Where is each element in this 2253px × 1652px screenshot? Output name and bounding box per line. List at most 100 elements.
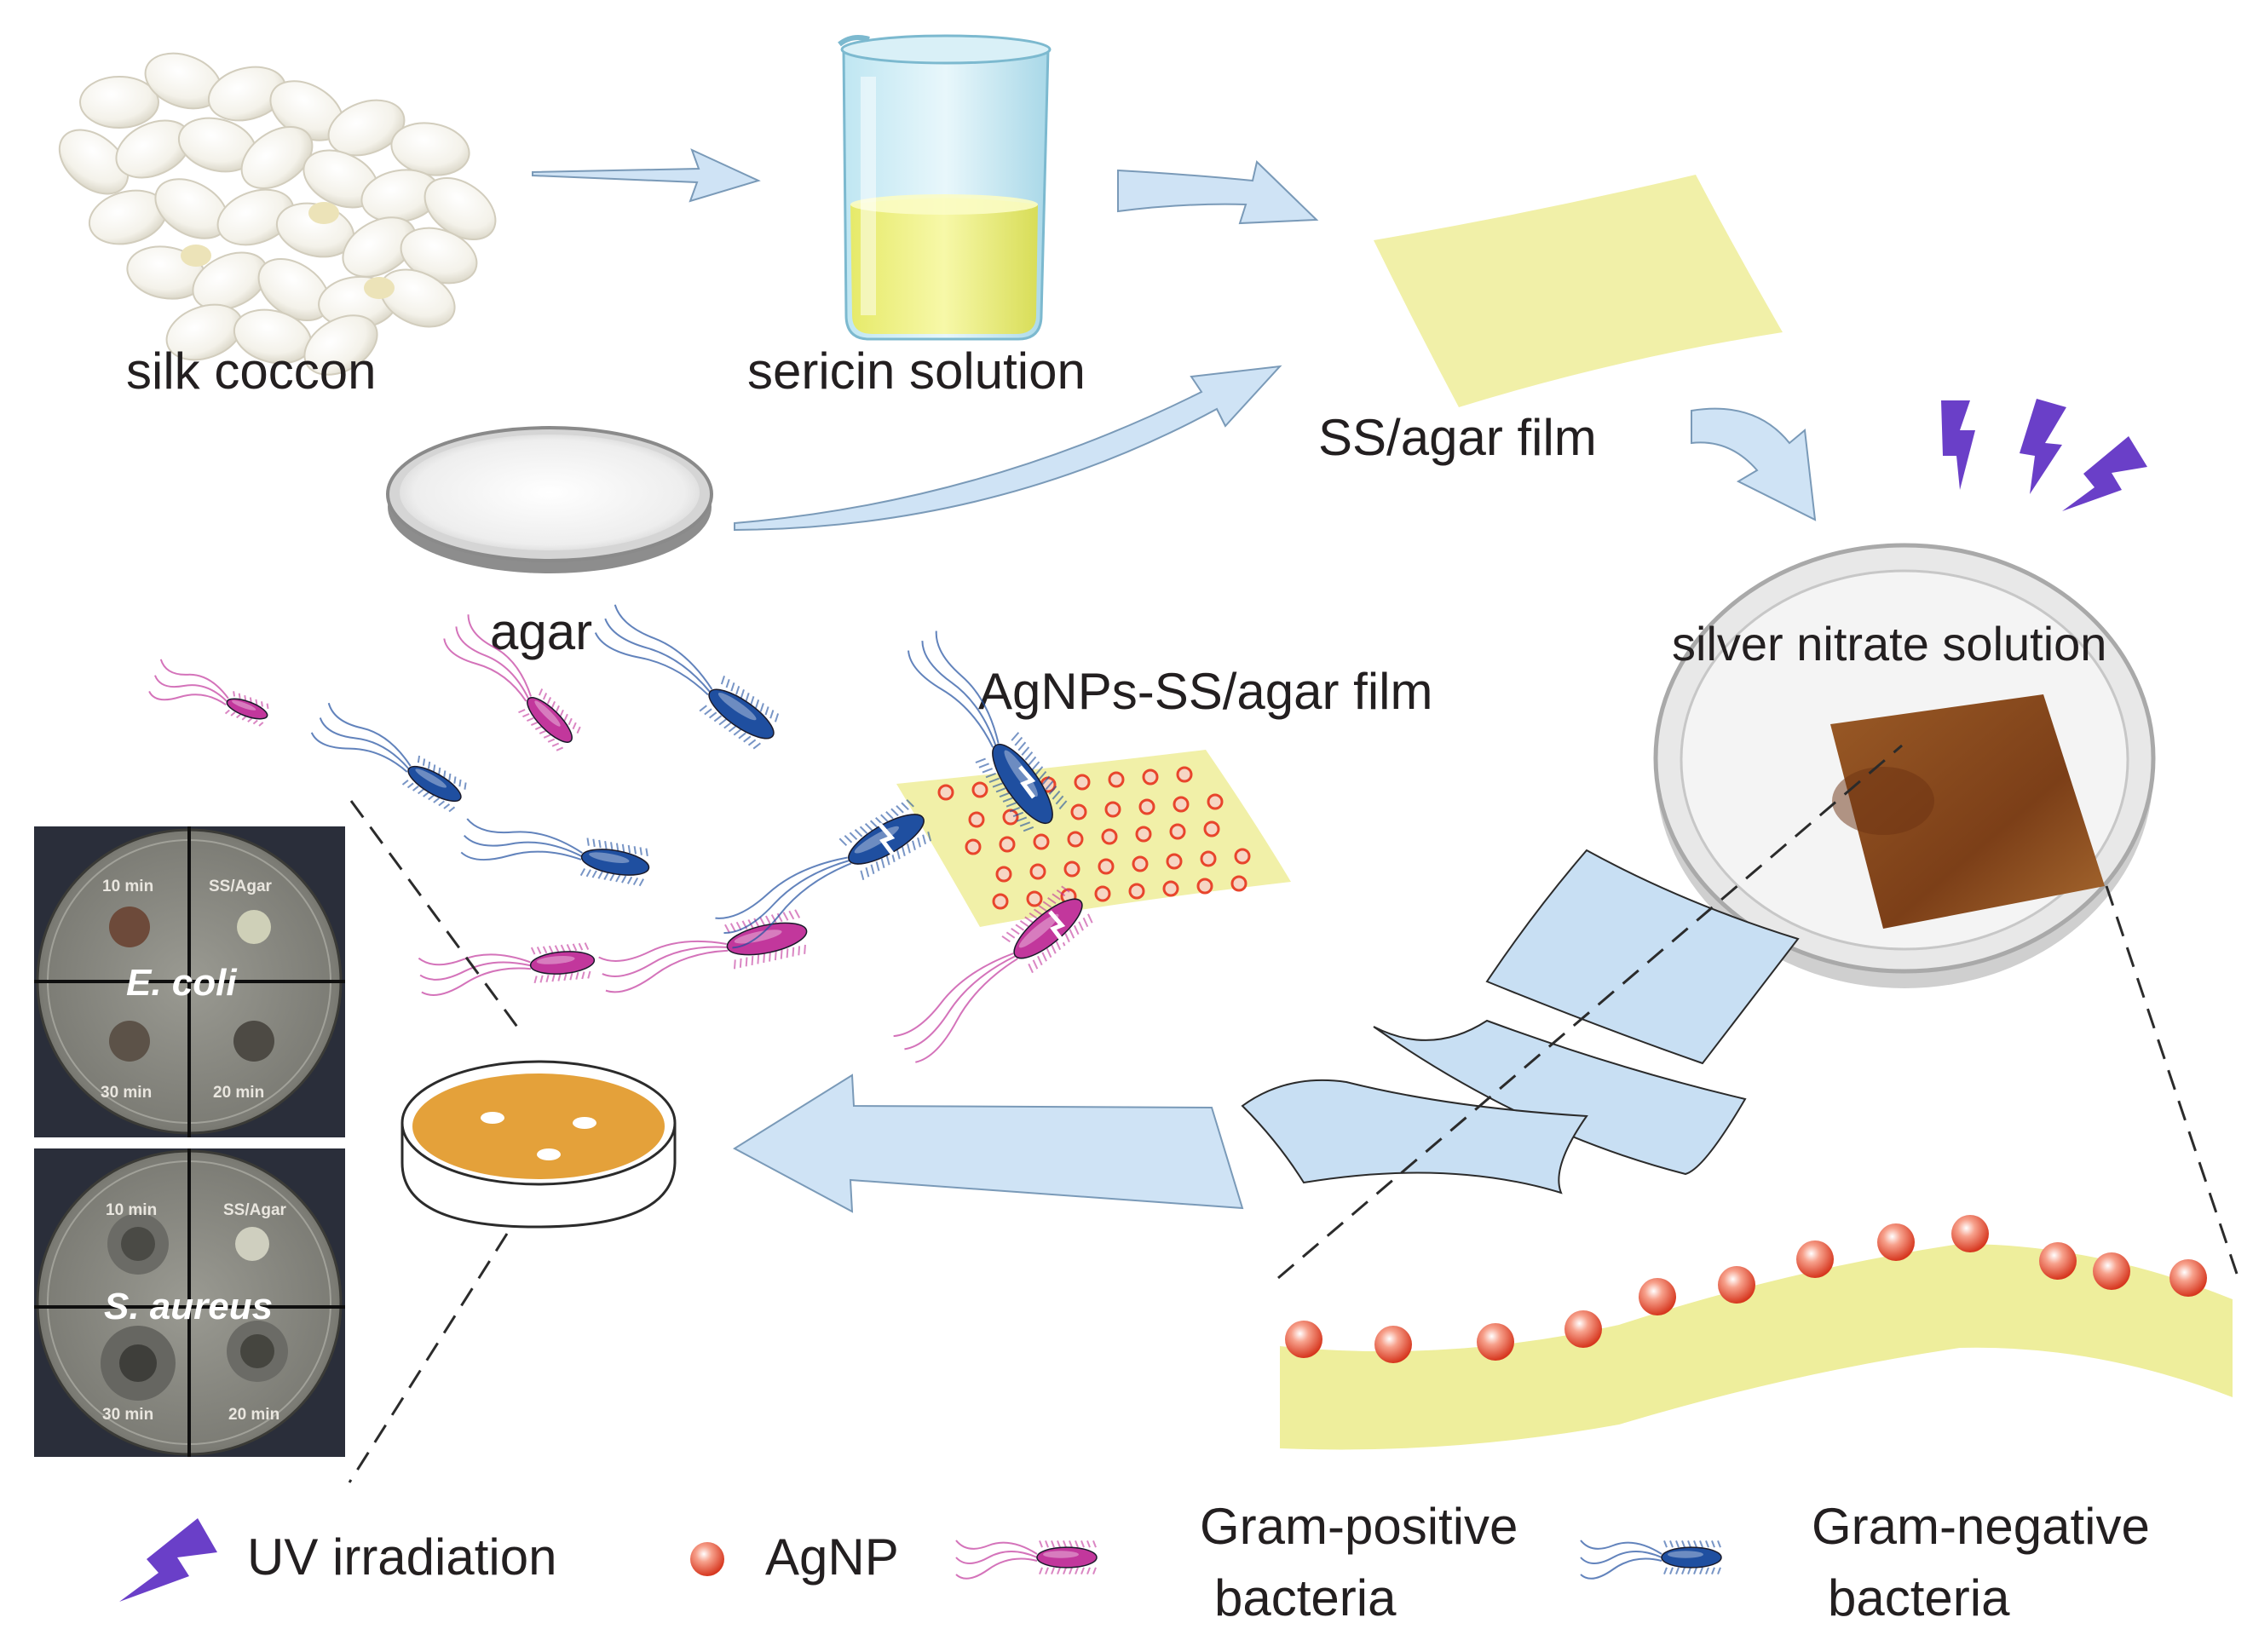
- inhibition-zone: [537, 1148, 561, 1160]
- agnp-dot: [965, 838, 982, 855]
- agnps-ss-agar-film: [896, 750, 1291, 927]
- inhibition-zone: [573, 1117, 596, 1129]
- cocoon-opening: [181, 245, 211, 267]
- agnp-dot: [1128, 883, 1145, 900]
- agnp-dot: [1026, 890, 1043, 907]
- agnp-dot: [937, 784, 954, 801]
- legend-gram-negative-line2: bacteria: [1828, 1569, 2010, 1626]
- agar-dish: [386, 426, 713, 573]
- cocoon: [424, 176, 497, 241]
- gram-negative-bacterium: [1580, 1540, 1722, 1580]
- cocoon: [79, 76, 159, 129]
- agnp-dot: [1207, 793, 1224, 810]
- agnp-dot: [1234, 848, 1251, 865]
- agnp-dot: [1203, 820, 1220, 838]
- agnp-dot: [971, 781, 988, 798]
- plate-quadrant-label: SS/Agar: [209, 878, 273, 895]
- agnp-dot: [1002, 809, 1019, 826]
- silver-nitrate-dish: [1653, 543, 2156, 988]
- agnp-dot: [1094, 885, 1111, 902]
- plate-e-coli: 10 min SS/Agar 30 min 20 min E. coli: [34, 826, 345, 1137]
- uv-irradiation-icon: [119, 1518, 217, 1602]
- agnp-particle: [2039, 1242, 2077, 1280]
- gram-negative-bacterium: [715, 799, 932, 949]
- agnp-particle: [1951, 1215, 1989, 1252]
- film-agnp-dots: [937, 766, 1251, 910]
- gram-positive-bacterium: [418, 942, 596, 996]
- agnp-dot: [1173, 796, 1190, 813]
- agnp-dot: [1162, 880, 1179, 897]
- sample-disc: [109, 907, 150, 947]
- cocoon-opening: [364, 277, 395, 299]
- ss-agar-film: [1374, 175, 1783, 407]
- gram-positive-bacterium: [598, 909, 808, 993]
- uv-bolts: [1941, 399, 2147, 511]
- plate-s-aureus: 10 min SS/Agar 30 min 20 min S. aureus: [34, 1148, 345, 1457]
- agnp-dot: [1166, 853, 1183, 870]
- gram-negative-bacterium: [460, 818, 650, 887]
- agnp-dot: [1230, 875, 1248, 892]
- plate-quadrant-label: 10 min: [102, 878, 153, 895]
- uv-bolt-icon: [2062, 436, 2147, 511]
- agnp-dot: [1169, 823, 1186, 840]
- agnp-dot: [995, 866, 1012, 883]
- silver-nitrate-label: silver nitrate solution: [1672, 617, 2106, 671]
- gram-negative-bacterium: [310, 702, 467, 813]
- gram-negative-bacterium: [594, 604, 780, 750]
- film-cross-section: [1280, 1215, 2233, 1450]
- gram-positive-icon: [955, 1540, 1098, 1580]
- ss-agar-film-label: SS/agar film: [1318, 409, 1597, 466]
- sample-disc: [233, 1021, 274, 1062]
- silver-film: [1830, 694, 2105, 929]
- agnp-particle: [1285, 1321, 1322, 1358]
- arrow-film-to-silver: [1691, 407, 1817, 521]
- agnp-particle: [2093, 1252, 2130, 1290]
- kill-mark: [1048, 910, 1066, 944]
- gram-positive-bacterium: [955, 1540, 1098, 1580]
- agnp-dot: [1176, 766, 1193, 783]
- gram-positive-bacterium: [148, 659, 269, 727]
- cocoon: [58, 129, 130, 195]
- silk-cocoon-pile: [58, 52, 497, 376]
- cocoon: [303, 314, 378, 376]
- agnp-icon: [690, 1542, 724, 1576]
- inhibition-zone: [481, 1112, 504, 1124]
- plate-quadrant-label: 30 min: [101, 1084, 152, 1102]
- kill-mark: [1018, 765, 1036, 799]
- sample-disc: [235, 1227, 269, 1261]
- cocoon: [327, 99, 406, 157]
- agnp-particle: [1374, 1326, 1412, 1363]
- petri-dish: [400, 1060, 677, 1229]
- gram-positive-bacterium: [443, 614, 581, 751]
- sample-disc: [109, 1021, 150, 1062]
- agnp-dot: [1196, 878, 1213, 895]
- sericin-solution-label: sericin solution: [747, 342, 1086, 400]
- gram-positive-bacterium: [893, 885, 1093, 1063]
- agar-label: agar: [490, 603, 592, 660]
- agnp-dot: [1098, 858, 1115, 875]
- arrow-sericin-to-film: [1117, 160, 1319, 225]
- uv-bolt-icon: [1941, 400, 1975, 490]
- agnp-particle: [1477, 1323, 1514, 1361]
- agnp-dot: [992, 893, 1009, 910]
- arrow-to-petri: [733, 1074, 1244, 1213]
- agnp-dot: [1101, 828, 1118, 845]
- plate-quadrant-label: 20 min: [228, 1406, 279, 1424]
- agnp-dot: [1104, 801, 1121, 818]
- uv-bolt-icon: [2020, 399, 2066, 494]
- legend: UV irradiation AgNP Gram-positive bacter…: [119, 1498, 2150, 1626]
- agnp-particle: [1718, 1266, 1755, 1304]
- plate-quadrant-label: 30 min: [102, 1406, 153, 1424]
- agnp-dot: [1132, 855, 1149, 872]
- plate-quadrant-label: SS/Agar: [223, 1201, 287, 1219]
- sample-disc: [237, 910, 271, 944]
- agnp-dot: [1070, 803, 1087, 820]
- legend-gram-negative-line1: Gram-negative: [1812, 1498, 2150, 1555]
- plate-organism-label: S. aureus: [104, 1286, 273, 1327]
- plate-quadrant-label: 20 min: [213, 1084, 264, 1102]
- agnp-dot: [1033, 833, 1050, 850]
- agnp-particle: [1877, 1223, 1915, 1261]
- agnp-dot: [1135, 826, 1152, 843]
- agnp-dot: [1029, 863, 1046, 880]
